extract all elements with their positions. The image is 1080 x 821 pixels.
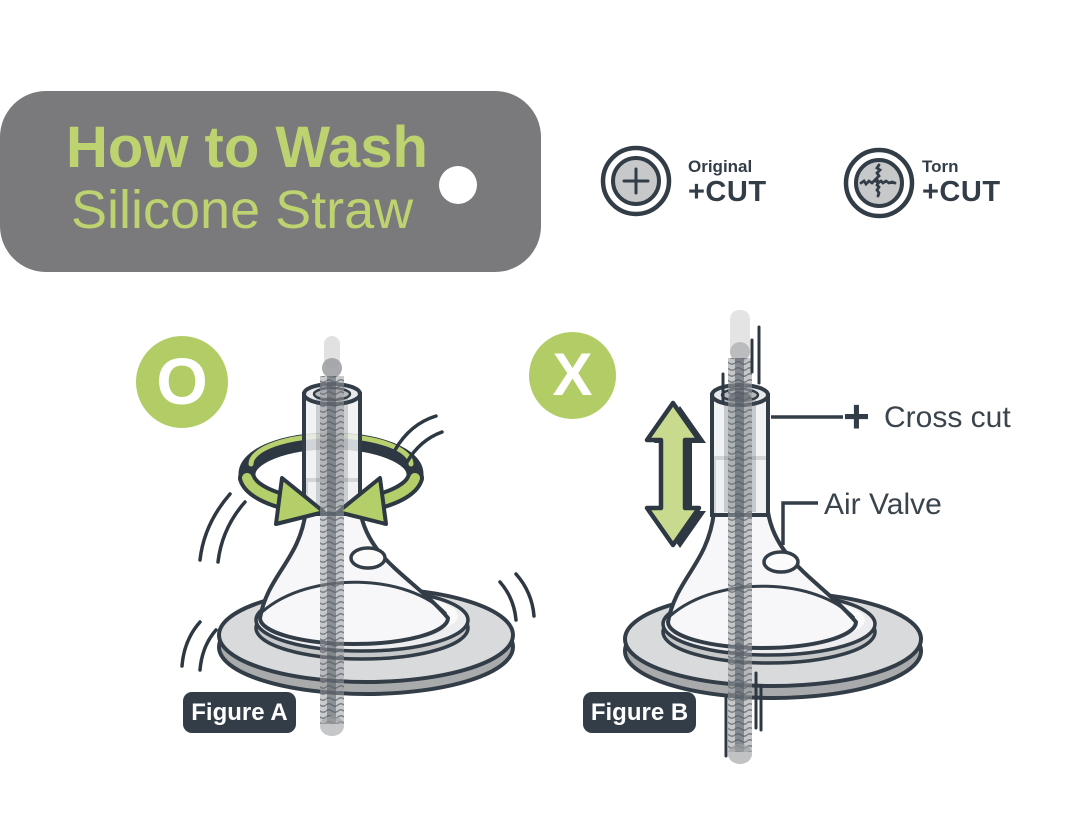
torn-cut-name: Torn (922, 157, 959, 176)
figure-a-illustration (180, 336, 536, 736)
figure-b-illustration (623, 310, 923, 764)
original-cut-label: Original +CUT (688, 158, 767, 207)
air-valve (762, 550, 800, 574)
plus-cut-glyph (622, 167, 650, 195)
air-valve-label: Air Valve (824, 488, 942, 521)
rotation-ring-arrows (238, 469, 424, 526)
leader-lines (771, 415, 843, 545)
torn-cross-glyph (859, 163, 897, 198)
cleaning-brush (724, 310, 756, 764)
figure-a-label: Figure A (183, 692, 296, 733)
cleaning-brush (316, 336, 348, 736)
figure-b-label: Figure B (583, 692, 696, 733)
motion-arcs (180, 414, 536, 672)
torn-cut-text: +CUT (922, 176, 1001, 208)
original-cut-text: +CUT (688, 176, 767, 208)
cross-cut-label: Cross cut (884, 401, 1011, 434)
title-banner: How to Wash Silicone Straw (0, 91, 541, 272)
incorrect-badge: X (529, 332, 616, 419)
cross-cut-plus-icon: + (843, 390, 870, 442)
up-down-arrow-icon (644, 400, 706, 548)
air-valve (349, 546, 387, 570)
original-cut-icon (600, 145, 672, 217)
nipple-body (217, 382, 515, 696)
title-line-2: Silicone Straw (71, 180, 414, 240)
title-line-1: How to Wash (66, 115, 428, 180)
correct-badge: O (136, 336, 228, 428)
air-valve-leader-line (781, 501, 818, 545)
motion-lines (721, 325, 763, 758)
original-cut-name: Original (688, 157, 753, 176)
tag-hole (439, 166, 477, 204)
torn-cut-label: Torn +CUT (922, 158, 1001, 207)
torn-cut-icon (843, 147, 915, 219)
